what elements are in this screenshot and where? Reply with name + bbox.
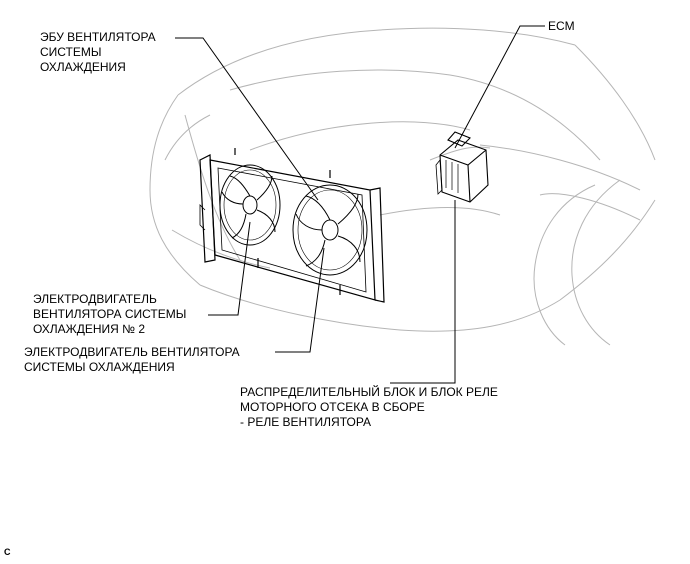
relay-block-label-line-1: РАСПРЕДЕЛИТЕЛЬНЫЙ БЛОК И БЛОК РЕЛЕ: [240, 385, 498, 399]
corner-mark-text: C: [4, 547, 11, 557]
fan-motor-2-label-line-3: ОХЛАЖДЕНИЯ № 2: [33, 322, 146, 336]
fan-1-icon: [292, 184, 368, 276]
radiator-fan-assembly: [199, 148, 385, 303]
corner-mark: C: [4, 547, 11, 557]
relay-block-label-line-2: МОТОРНОГО ОТСЕКА В СБОРЕ: [240, 400, 425, 414]
fan-motor-2-label-line-1: ЭЛЕКТРОДВИГАТЕЛЬ: [33, 292, 157, 306]
fan-ecu-label-line-3: ОХЛАЖДЕНИЯ: [40, 60, 126, 74]
relay-block-label-line-3: - РЕЛЕ ВЕНТИЛЯТОРА: [240, 415, 372, 429]
fan-motor-label-line-1: ЭЛЕКТРОДВИГАТЕЛЬ ВЕНТИЛЯТОРА: [24, 345, 240, 359]
ecm-label-text: ECM: [548, 19, 575, 33]
fan-motor-label-line-2: СИСТЕМЫ ОХЛАЖДЕНИЯ: [24, 360, 175, 374]
car-body-outline: [149, 27, 656, 346]
relay-block-icon: [435, 131, 489, 203]
fan-ecu-label: ЭБУ ВЕНТИЛЯТОРА СИСТЕМЫ ОХЛАЖДЕНИЯ: [40, 30, 156, 75]
ecm-label: ECM: [548, 19, 575, 34]
fan-motor-2-label: ЭЛЕКТРОДВИГАТЕЛЬ ВЕНТИЛЯТОРА СИСТЕМЫ ОХЛ…: [33, 292, 186, 337]
fan-ecu-label-line-2: СИСТЕМЫ: [40, 45, 102, 59]
fan-ecu-label-line-1: ЭБУ ВЕНТИЛЯТОРА: [40, 30, 156, 44]
fan-2-icon: [219, 164, 281, 246]
fan-motor-2-label-line-2: ВЕНТИЛЯТОРА СИСТЕМЫ: [33, 307, 187, 321]
fan-motor-label: ЭЛЕКТРОДВИГАТЕЛЬ ВЕНТИЛЯТОРА СИСТЕМЫ ОХЛ…: [24, 345, 240, 375]
relay-block-label: РАСПРЕДЕЛИТЕЛЬНЫЙ БЛОК И БЛОК РЕЛЕ МОТОР…: [240, 385, 498, 430]
leader-lines: [175, 25, 545, 384]
